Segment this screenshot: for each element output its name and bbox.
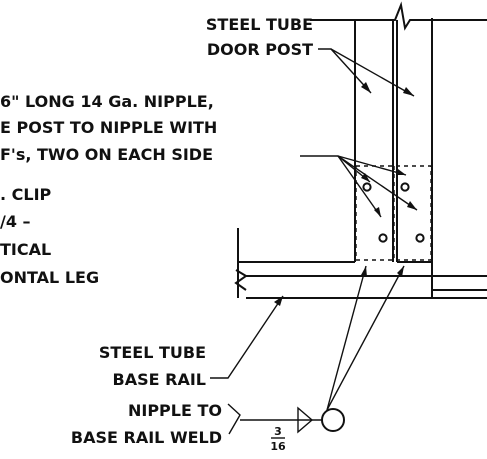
weld-symbol <box>227 265 405 439</box>
bolt <box>400 182 410 192</box>
label-clip-3: TICAL <box>0 240 51 259</box>
bolt <box>362 182 372 192</box>
label-nipple-3: F's, TWO ON EACH SIDE <box>0 145 213 164</box>
nipple <box>355 165 432 261</box>
door-post <box>310 1 487 290</box>
label-weld-2: BASE RAIL WELD <box>71 428 222 447</box>
label-door-post-2: DOOR POST <box>207 40 313 59</box>
leader-base-rail <box>210 295 284 379</box>
weld-size-numerator: 3 <box>274 425 282 438</box>
bolt <box>415 233 425 243</box>
label-clip-4: ONTAL LEG <box>0 268 99 287</box>
weld-all-around-icon <box>321 408 345 432</box>
label-base-rail-1: STEEL TUBE <box>99 343 206 362</box>
label-door-post-1: STEEL TUBE <box>206 15 313 34</box>
bolt <box>378 233 388 243</box>
leader-nipple <box>300 155 418 218</box>
label-nipple-2: E POST TO NIPPLE WITH <box>0 118 217 137</box>
leader-door-post <box>318 48 415 97</box>
label-weld-1: NIPPLE TO <box>128 401 222 420</box>
weld-size-denominator: 16 <box>270 440 286 453</box>
label-clip-1: . CLIP <box>0 185 52 204</box>
label-clip-2: /4 – <box>0 212 31 231</box>
label-base-rail-2: BASE RAIL <box>113 370 206 389</box>
label-nipple-1: 6" LONG 14 Ga. NIPPLE, <box>0 92 214 111</box>
